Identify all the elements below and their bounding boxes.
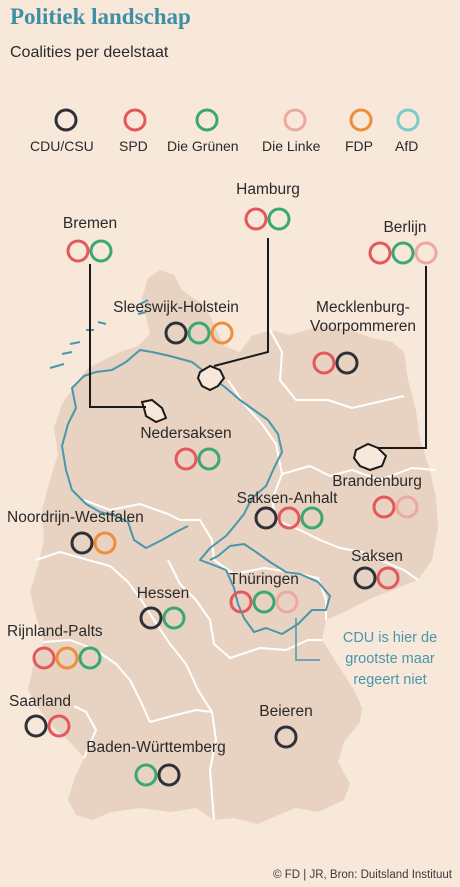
coalition-ring-sleeswijk-holstein-gruenen xyxy=(187,321,211,345)
state-label-nedersaksen: Nedersaksen xyxy=(140,425,232,442)
coalition-ring-berlijn-linke xyxy=(414,241,438,265)
leader-lines xyxy=(89,238,427,449)
coalition-ring-hessen-gruenen xyxy=(162,606,186,630)
coalition-ring-sleeswijk-holstein-cdu xyxy=(164,321,188,345)
legend-label-gruenen: Die Grünen xyxy=(167,138,239,154)
coalition-ring-baden-w-rttemberg-gruenen xyxy=(134,763,158,787)
coalition-markers xyxy=(24,207,438,787)
coalition-ring-mecklenburg-voorpommeren-spd xyxy=(312,351,336,375)
hamburg-outline xyxy=(196,364,226,392)
page-subtitle: Coalities per deelstaat xyxy=(10,44,169,61)
coalition-ring-noordrijn-westfalen-fdp xyxy=(93,531,117,555)
coalition-ring-baden-w-rttemberg-cdu xyxy=(157,763,181,787)
coalition-ring-berlijn-gruenen xyxy=(391,241,415,265)
coalition-ring-rijnland-palts-spd xyxy=(32,646,56,670)
coalition-ring-sleeswijk-holstein-fdp xyxy=(210,321,234,345)
coalition-ring-hamburg-gruenen xyxy=(267,207,291,231)
state-label-bremen: Bremen xyxy=(62,215,118,232)
coalition-ring-hessen-cdu xyxy=(139,606,163,630)
state-label-hessen: Hessen xyxy=(136,585,190,602)
state-label-baden-w-rttemberg: Baden-Württemberg xyxy=(86,739,226,756)
state-label-saarland: Saarland xyxy=(9,693,72,710)
state-label-th-ringen: Thüringen xyxy=(229,571,299,588)
coalition-ring-saksen-spd xyxy=(376,566,400,590)
coalition-ring-brandenburg-spd xyxy=(372,495,396,519)
state-label-berlijn: Berlijn xyxy=(383,219,427,236)
note-line-2: grootste maar xyxy=(345,651,435,667)
state-label-sleeswijk-holstein: Sleeswijk-Holstein xyxy=(113,299,239,316)
coalition-ring-saarland-spd xyxy=(47,714,71,738)
state-label-noordrijn-westfalen: Noordrijn-Westfalen xyxy=(7,509,144,526)
coalition-ring-saksen-anhalt-spd xyxy=(277,506,301,530)
legend xyxy=(54,108,420,132)
legend-label-spd: SPD xyxy=(119,138,148,154)
note-leader-line xyxy=(295,618,320,661)
coalition-ring-saksen-cdu xyxy=(353,566,377,590)
state-label-beieren: Beieren xyxy=(259,703,313,720)
state-label-mecklenburg-voorpommeren: Mecklenburg-Voorpommeren xyxy=(310,299,416,335)
coalition-ring-brandenburg-linke xyxy=(395,495,419,519)
former-gdr-border xyxy=(61,349,331,635)
note-line-3: regeert niet xyxy=(353,672,427,688)
coalition-ring-hamburg-spd xyxy=(244,207,268,231)
legend-label-cdu: CDU/CSU xyxy=(30,138,94,154)
state-label-saksen-anhalt: Saksen-Anhalt xyxy=(236,490,338,507)
coalition-ring-saksen-anhalt-cdu xyxy=(254,506,278,530)
bremen-outline xyxy=(140,398,168,424)
coalition-ring-beieren-cdu xyxy=(274,725,298,749)
berlin-outline xyxy=(352,442,388,472)
state-label-rijnland-palts: Rijnland-Palts xyxy=(7,623,103,640)
legend-ring-spd xyxy=(123,108,147,132)
coalition-ring-nedersaksen-spd xyxy=(174,447,198,471)
state-label-saksen: Saksen xyxy=(351,548,403,565)
germany-landmass xyxy=(28,270,438,824)
coalition-ring-rijnland-palts-gruenen xyxy=(78,646,102,670)
legend-label-fdp: FDP xyxy=(345,138,373,154)
page-title: Politiek landschap xyxy=(10,4,191,29)
coalition-ring-th-ringen-gruenen xyxy=(252,590,276,614)
coalition-ring-nedersaksen-gruenen xyxy=(197,447,221,471)
coalition-ring-th-ringen-spd xyxy=(229,590,253,614)
coalition-ring-saarland-cdu xyxy=(24,714,48,738)
coalition-ring-saksen-anhalt-gruenen xyxy=(300,506,324,530)
legend-ring-gruenen xyxy=(195,108,219,132)
legend-ring-afd xyxy=(396,108,420,132)
legend-ring-linke xyxy=(283,108,307,132)
coalition-ring-berlijn-spd xyxy=(368,241,392,265)
source-credit: © FD | JR, Bron: Duitsland Instituut xyxy=(273,869,452,881)
coalition-ring-rijnland-palts-fdp xyxy=(55,646,79,670)
coalition-ring-bremen-spd xyxy=(66,239,90,263)
coalition-ring-mecklenburg-voorpommeren-cdu xyxy=(335,351,359,375)
coalition-ring-noordrijn-westfalen-cdu xyxy=(70,531,94,555)
legend-ring-fdp xyxy=(349,108,373,132)
state-label-brandenburg: Brandenburg xyxy=(332,473,422,490)
state-label-hamburg: Hamburg xyxy=(236,181,300,198)
coalition-ring-bremen-gruenen xyxy=(89,239,113,263)
coalition-ring-th-ringen-linke xyxy=(275,590,299,614)
legend-label-linke: Die Linke xyxy=(262,138,321,154)
note-line-1: CDU is hier de xyxy=(342,630,438,646)
legend-ring-cdu xyxy=(54,108,78,132)
cdu-note: CDU is hier de grootste maar regeert nie… xyxy=(320,628,460,691)
legend-label-afd: AfD xyxy=(395,138,419,154)
